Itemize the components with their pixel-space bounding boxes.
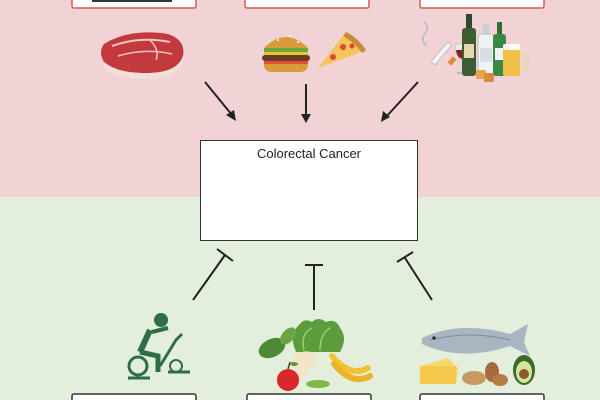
exercise-bike-icon [127,313,190,380]
risk-arrow-center [301,84,311,123]
risk-factor-box-3 [419,0,545,9]
parsnip-icon [292,351,320,386]
processed-food-icon [262,32,366,72]
protective-factor-box-1 [71,393,197,400]
risk-factor-box-2 [244,0,370,9]
inhibit-line-right [396,251,433,301]
inhibit-line-left [192,248,234,301]
apple-icon [277,361,299,391]
risk-arrow-left [204,81,236,121]
protective-factor-box-2 [246,393,372,400]
burger-icon [262,35,310,72]
protective-factor-box-3 [419,393,545,400]
ice-cubes-icon [476,70,494,82]
pizza-slice-icon [318,32,366,68]
beer-mug-icon [503,44,530,76]
avocado-icon [513,355,535,385]
leafy-greens-icon [258,327,296,359]
fish-nuts-icon [420,324,535,386]
cheese-icon [420,358,458,384]
inhibit-line-center [305,264,323,310]
alcohol-smoking-icon [422,14,530,82]
wine-bottle-icon [462,14,476,76]
red-meat-icon [101,32,184,80]
fish-icon [422,324,530,356]
nuts-icon [462,362,508,386]
bananas-icon [329,353,373,382]
vegetables-fruit-icon [258,319,373,391]
colorectal-cancer-box: Colorectal Cancer [200,140,418,241]
beer-bottle-icon [493,22,506,76]
cigarette-icon [422,21,457,66]
risk-factor-box-1 [71,0,197,9]
peas-icon [306,380,330,388]
lettuce-icon [292,319,344,352]
center-title: Colorectal Cancer [256,146,362,161]
risk-arrow-right [381,81,419,122]
